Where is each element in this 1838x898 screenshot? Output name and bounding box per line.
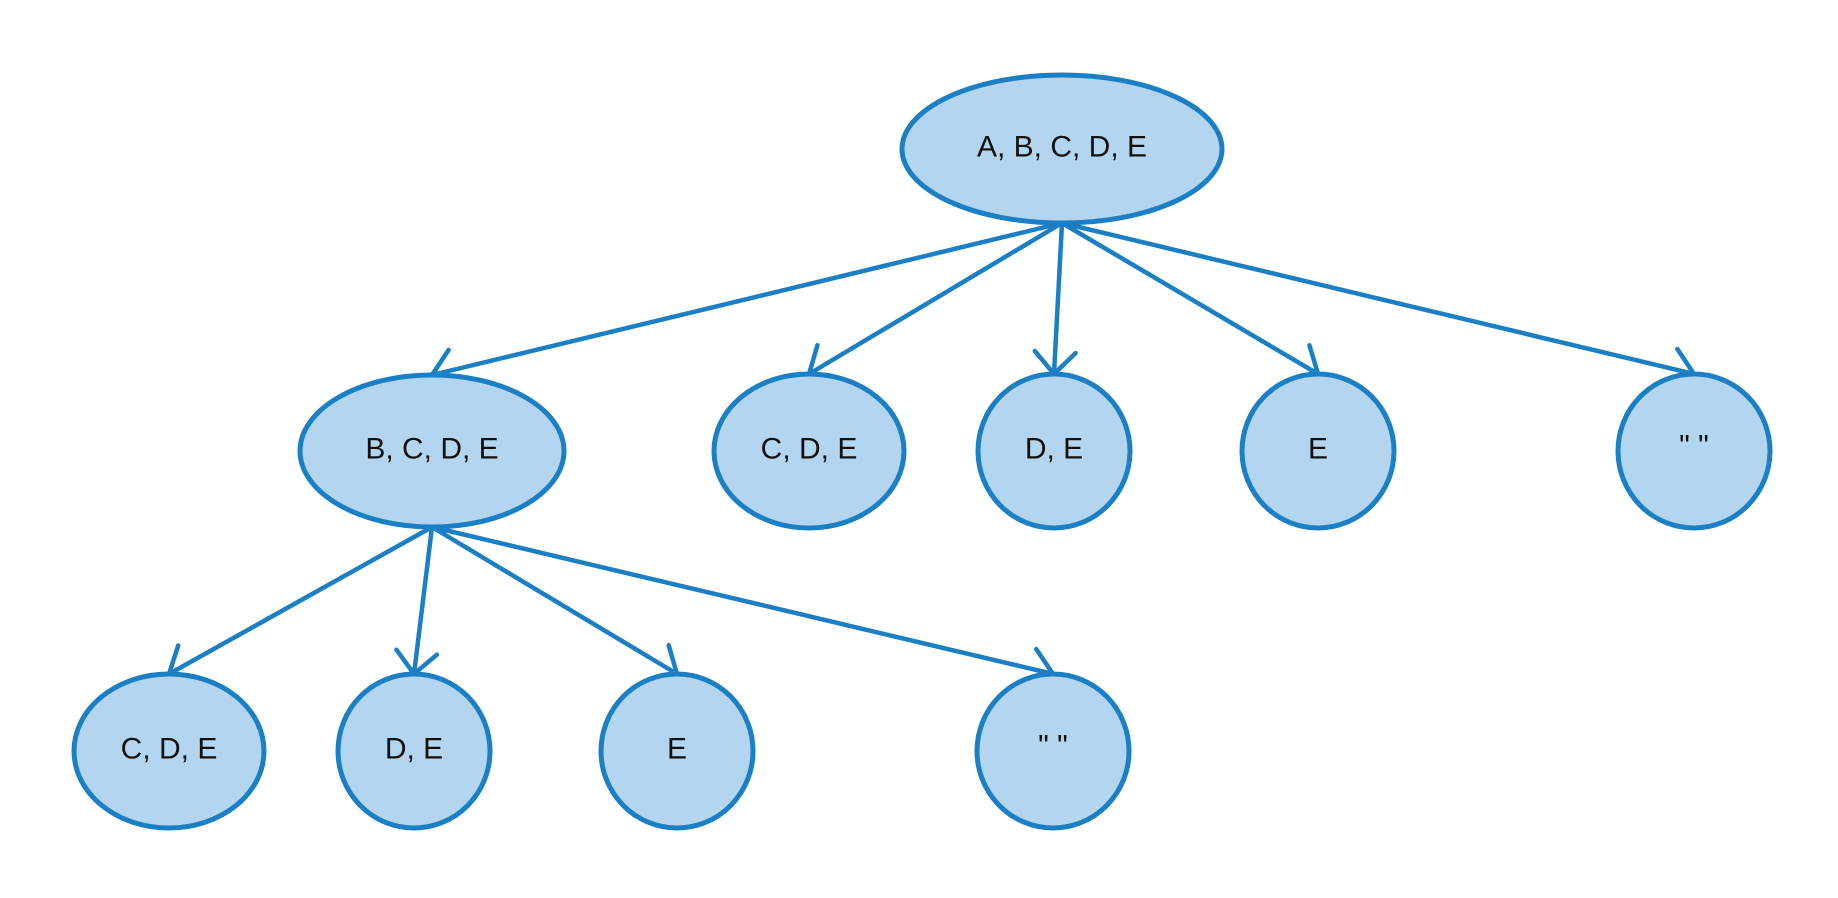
edge-l1-bcde-to-l2-e bbox=[429, 524, 680, 683]
node-l2-empty-label: " " bbox=[1038, 730, 1068, 763]
edge-root-to-l1-cde bbox=[806, 220, 1065, 383]
node-l1-e-label: E bbox=[1308, 433, 1328, 466]
node-l1-e-shape bbox=[1239, 371, 1397, 531]
edge-line bbox=[429, 524, 680, 677]
edge-line bbox=[1059, 220, 1697, 377]
node-l2-cde: C, D, E bbox=[71, 671, 267, 831]
node-l1-cde-shape bbox=[711, 371, 907, 531]
edge-l1-bcde-to-l2-cde bbox=[166, 524, 435, 684]
node-l2-e-shape bbox=[598, 671, 756, 831]
node-l2-e: E bbox=[598, 671, 756, 831]
node-root-label: A, B, C, D, E bbox=[977, 131, 1147, 164]
node-l1-bcde-label: B, C, D, E bbox=[365, 433, 498, 466]
node-l1-empty-shape bbox=[1615, 371, 1773, 531]
edge-root-to-l1-de bbox=[1032, 220, 1078, 378]
node-l1-de: D, E bbox=[975, 371, 1133, 531]
edge-line bbox=[1051, 220, 1065, 377]
node-root: A, B, C, D, E bbox=[899, 72, 1225, 226]
node-l1-cde: C, D, E bbox=[711, 371, 907, 531]
node-l1-e: E bbox=[1239, 371, 1397, 531]
edge-l1-bcde-to-l2-empty bbox=[429, 524, 1057, 692]
node-l1-cde-label: C, D, E bbox=[761, 433, 858, 466]
node-l1-bcde: B, C, D, E bbox=[297, 372, 567, 530]
node-l2-cde-label: C, D, E bbox=[121, 733, 218, 766]
edge-line bbox=[429, 220, 1065, 378]
node-l1-bcde-shape bbox=[297, 372, 567, 530]
node-l2-e-label: E bbox=[667, 733, 687, 766]
node-l1-de-shape bbox=[975, 371, 1133, 531]
edge-line bbox=[1059, 220, 1321, 377]
edge-root-to-l1-empty bbox=[1059, 220, 1698, 391]
node-l2-de-shape bbox=[335, 671, 493, 831]
node-l2-de-label: D, E bbox=[385, 733, 443, 766]
edge-line bbox=[806, 220, 1065, 377]
node-l1-de-label: D, E bbox=[1025, 433, 1083, 466]
nodes-layer: A, B, C, D, E B, C, D, E C, D, E D, E E … bbox=[71, 72, 1773, 831]
edge-root-to-l1-bcde bbox=[428, 220, 1065, 392]
edge-line bbox=[166, 524, 435, 677]
node-l1-empty-label: " " bbox=[1679, 430, 1709, 463]
edge-line bbox=[429, 524, 1056, 677]
node-l1-empty: " " bbox=[1615, 371, 1773, 531]
node-l2-cde-shape bbox=[71, 671, 267, 831]
edge-line bbox=[411, 524, 435, 677]
edge-l1-bcde-to-l2-de bbox=[394, 524, 440, 678]
node-root-shape bbox=[899, 72, 1225, 226]
node-l2-empty-shape bbox=[974, 671, 1132, 831]
edge-root-to-l1-e bbox=[1059, 220, 1321, 383]
node-l2-empty: " " bbox=[974, 671, 1132, 831]
node-l2-de: D, E bbox=[335, 671, 493, 831]
